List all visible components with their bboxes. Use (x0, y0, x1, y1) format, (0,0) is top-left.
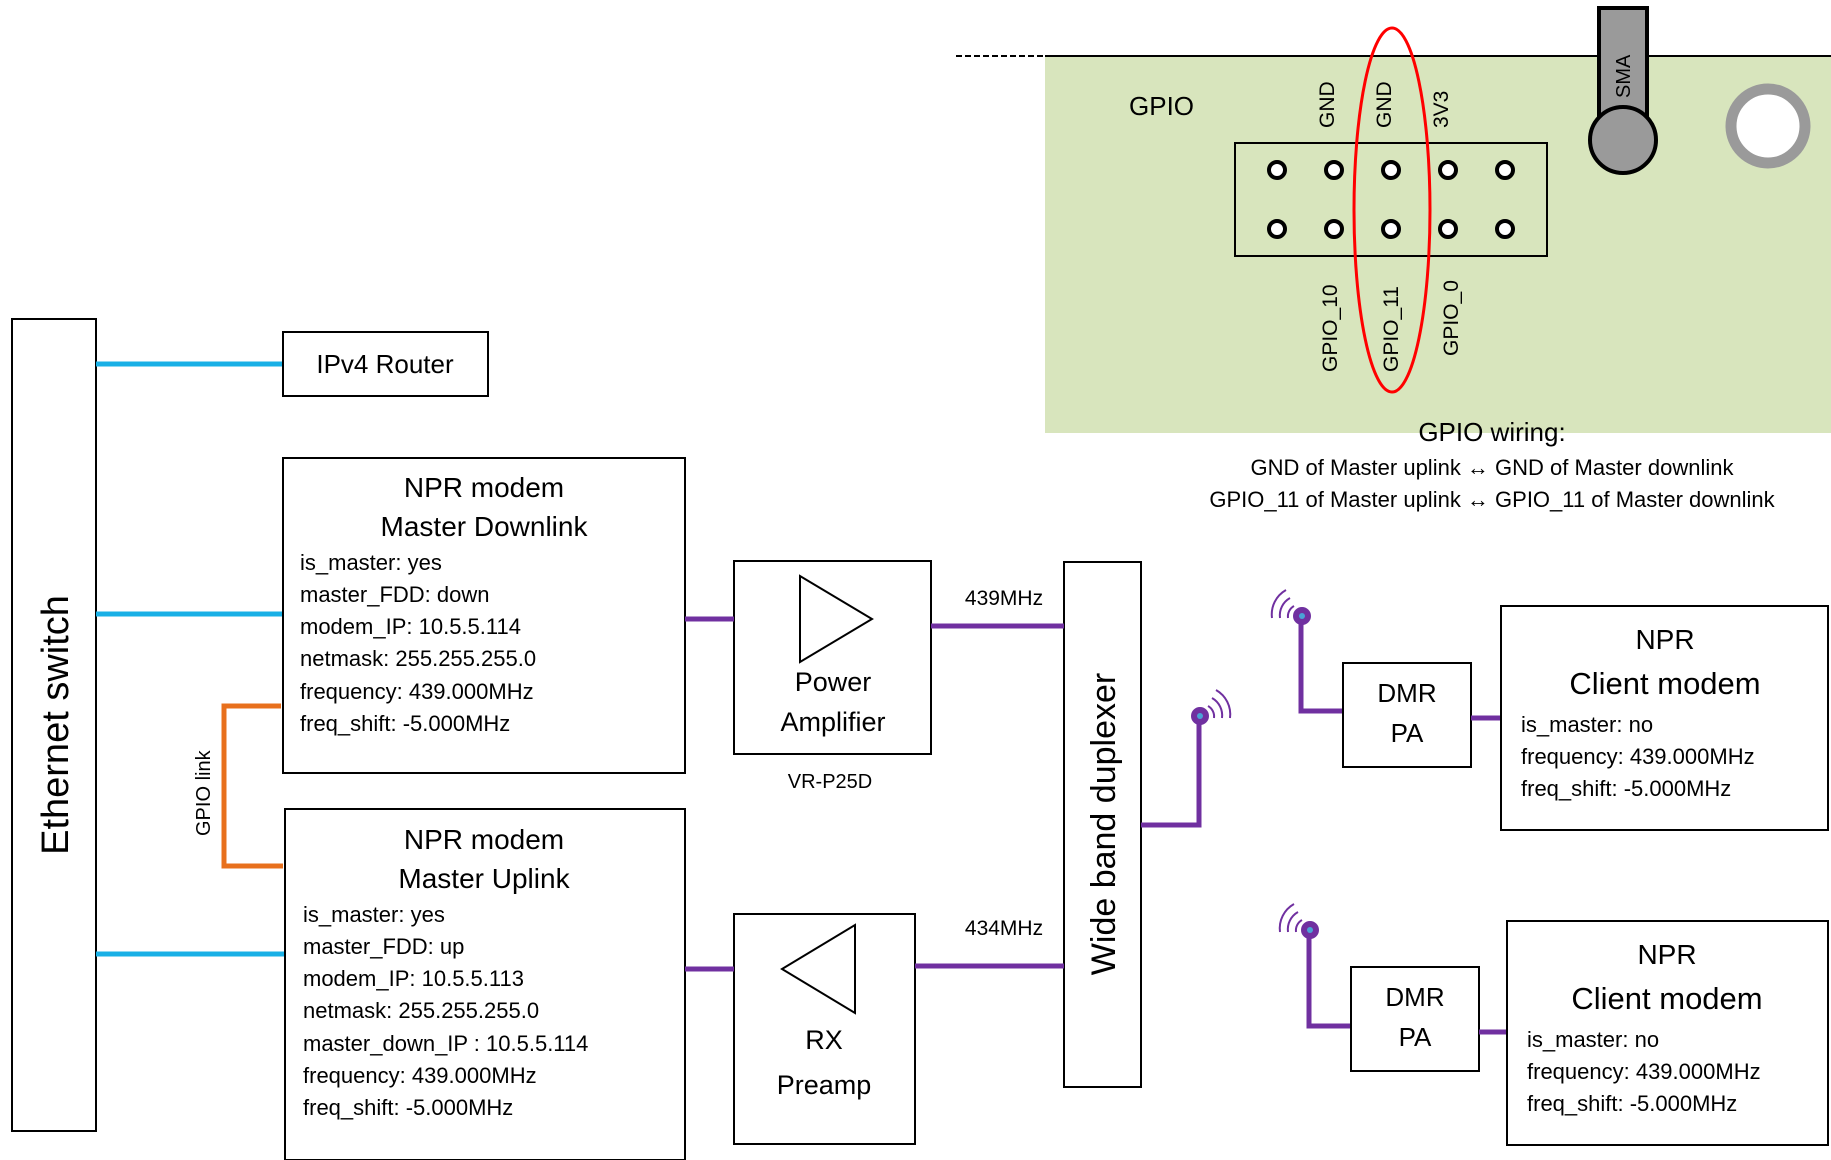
power-amplifier-model: VR-P25D (788, 771, 872, 793)
master-downlink-line: is_master: yes (300, 550, 442, 575)
client-1-line: frequency: 439.000MHz (1521, 744, 1755, 769)
gpio-link-wire (221, 703, 283, 869)
pin-top-4 (1438, 160, 1458, 180)
freq-rx-label: 434MHz (965, 917, 1043, 940)
sma-connector-base (1588, 105, 1658, 175)
gpio-wiring-note: GPIO wiring: GND of Master uplink ↔ GND … (1209, 417, 1775, 512)
rx-preamp-label-1: RX (805, 1025, 843, 1055)
client-1-modem: NPR Client modem is_master: no frequency… (1500, 605, 1829, 831)
pin-top-3 (1381, 160, 1401, 180)
preamp-triangle-icon (780, 923, 856, 1015)
gpio-link-label: GPIO link (193, 749, 215, 836)
pin-label-gpio-0: GPIO_0 (1440, 280, 1463, 356)
dmr-pa-1-label-2: PA (1391, 718, 1424, 748)
client-1-line: is_master: no (1521, 712, 1653, 737)
pin-bottom-5 (1495, 219, 1515, 239)
dmr-pa-1-box (1342, 662, 1472, 768)
amplifier-triangle-icon (799, 574, 874, 664)
client-1-box (1500, 605, 1829, 831)
pin-label-gpio-11: GPIO_11 (1380, 286, 1403, 372)
pin-bottom-4 (1438, 219, 1458, 239)
pin-top-5 (1495, 160, 1515, 180)
antenna-icon (1270, 589, 1311, 625)
sma-label: SMA (1613, 54, 1635, 98)
rf-link-duplexer-antenna (1141, 718, 1202, 828)
client-2-box (1506, 920, 1829, 1146)
master-uplink-line: is_master: yes (303, 902, 445, 927)
antenna-icon (1191, 689, 1232, 725)
pin-label-gnd-1: GND (1316, 81, 1339, 128)
client-2-modem: NPR Client modem is_master: no frequency… (1506, 920, 1829, 1146)
freq-tx-label: 439MHz (965, 587, 1043, 610)
master-downlink-line: netmask: 255.255.255.0 (300, 646, 536, 671)
pin-top-1 (1267, 160, 1287, 180)
dmr-pa-2-label-1: DMR (1385, 982, 1444, 1012)
mounting-hole (1725, 83, 1811, 169)
master-uplink-title-1: NPR modem (404, 824, 564, 855)
power-amplifier-label-1: Power (795, 667, 872, 697)
rf-link-antenna-dmr-pa-1 (1298, 624, 1343, 714)
master-uplink-line: master_down_IP : 10.5.5.114 (303, 1031, 588, 1056)
client-1-title-2: Client modem (1569, 666, 1760, 701)
board-illustration: GPIO GND GND 3V3 GPIO_10 GPIO_11 GPIO_0 … (956, 6, 1831, 433)
pin-bottom-1 (1267, 219, 1287, 239)
dmr-pa-1-label-1: DMR (1377, 678, 1436, 708)
client-1-title-1: NPR (1635, 624, 1694, 655)
board-background (1045, 56, 1831, 433)
master-downlink-modem: NPR modem Master Downlink is_master: yes… (282, 457, 686, 774)
master-uplink-line: netmask: 255.255.255.0 (303, 998, 539, 1023)
duplexer-label: Wide band duplexer (1085, 673, 1123, 975)
pin-bottom-2 (1324, 219, 1344, 239)
dmr-pa-2-box (1350, 966, 1480, 1072)
master-downlink-line: frequency: 439.000MHz (300, 679, 534, 704)
antenna-icon (1278, 903, 1319, 939)
pin-header (1234, 142, 1548, 257)
gpio11-highlight (1352, 26, 1432, 394)
client-2-title-2: Client modem (1571, 981, 1762, 1016)
power-amplifier-box (733, 560, 932, 755)
master-uplink-box (284, 808, 686, 1160)
pin-label-3v3: 3V3 (1430, 91, 1453, 128)
master-uplink-line: modem_IP: 10.5.5.113 (303, 966, 524, 991)
master-uplink-modem: NPR modem Master Uplink is_master: yes m… (284, 808, 686, 1160)
rf-link-antenna-dmr-pa-2 (1306, 938, 1351, 1029)
master-downlink-line: modem_IP: 10.5.5.114 (300, 614, 521, 639)
pin-top-2 (1324, 160, 1344, 180)
master-downlink-title-2: Master Downlink (381, 511, 589, 542)
ethernet-switch-box (11, 318, 97, 1132)
ipv4-router-label: IPv4 Router (316, 349, 454, 379)
dmr-pa-2-label-2: PA (1399, 1022, 1432, 1052)
board-title: GPIO (1129, 91, 1194, 121)
ipv4-router-box (282, 331, 489, 397)
client-2-line: frequency: 439.000MHz (1527, 1059, 1761, 1084)
pin-label-gpio-10: GPIO_10 (1319, 284, 1342, 372)
master-downlink-box (282, 457, 686, 774)
gpio-wiring-line-1: GND of Master uplink ↔ GND of Master dow… (1251, 455, 1735, 480)
pin-bottom-3 (1381, 219, 1401, 239)
gpio-wiring-line-2: GPIO_11 of Master uplink ↔ GPIO_11 of Ma… (1209, 487, 1775, 512)
master-uplink-line: master_FDD: up (303, 934, 464, 959)
master-uplink-line: freq_shift: -5.000MHz (303, 1095, 513, 1120)
client-2-line: freq_shift: -5.000MHz (1527, 1091, 1737, 1116)
master-downlink-line: freq_shift: -5.000MHz (300, 711, 510, 736)
client-2-title-1: NPR (1637, 939, 1696, 970)
rx-preamp-label-2: Preamp (777, 1070, 872, 1100)
gpio-wiring-title: GPIO wiring: (1418, 417, 1565, 447)
client-2-line: is_master: no (1527, 1027, 1659, 1052)
master-downlink-title-1: NPR modem (404, 472, 564, 503)
master-downlink-line: master_FDD: down (300, 582, 490, 607)
ethernet-switch-label: Ethernet switch (35, 595, 77, 855)
client-1-line: freq_shift: -5.000MHz (1521, 776, 1731, 801)
duplexer-box (1063, 561, 1142, 1088)
master-uplink-title-2: Master Uplink (398, 863, 570, 894)
master-uplink-line: frequency: 439.000MHz (303, 1063, 537, 1088)
pin-label-gnd-2: GND (1373, 81, 1396, 128)
power-amplifier-label-2: Amplifier (780, 707, 885, 737)
